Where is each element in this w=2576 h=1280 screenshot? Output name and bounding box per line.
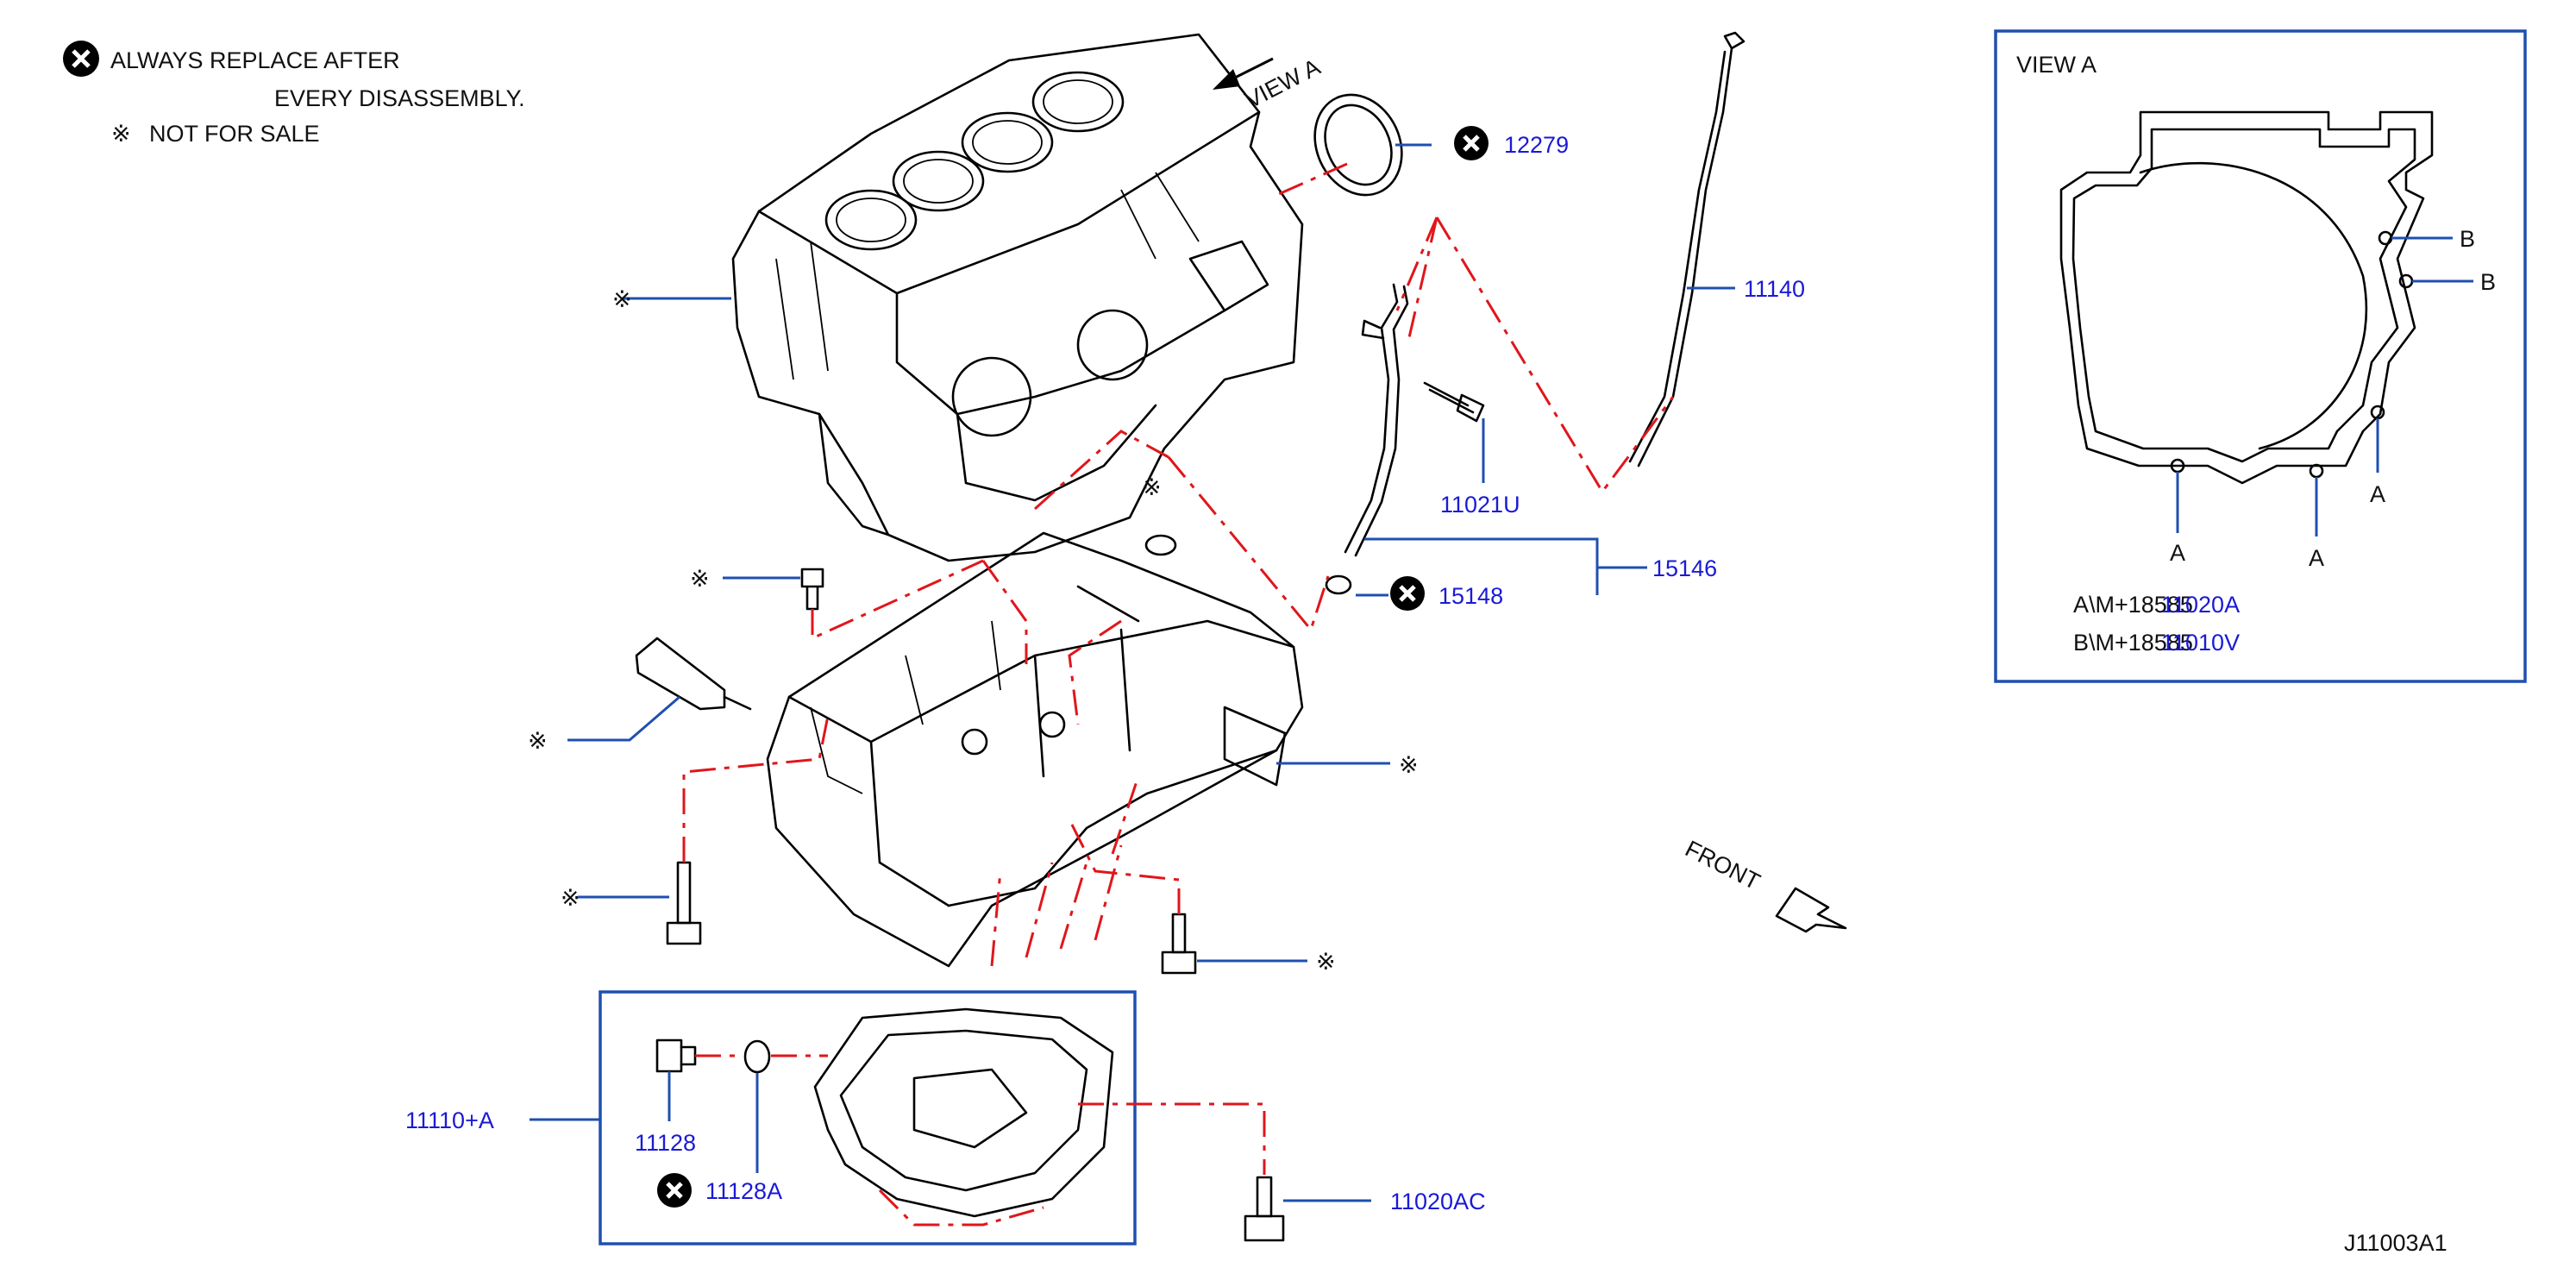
part-number-11128[interactable]: 11128 bbox=[635, 1130, 696, 1156]
nfs-mark: ※ bbox=[1399, 752, 1419, 778]
nfs-mark: ※ bbox=[561, 885, 580, 911]
sealant-tube bbox=[635, 637, 752, 711]
legend-replace-line2: EVERY DISASSEMBLY. bbox=[274, 85, 525, 111]
leader-lines bbox=[530, 143, 1735, 1202]
part-number-11128A[interactable]: 11128A bbox=[705, 1178, 782, 1204]
guide-tube-15146 bbox=[1325, 283, 1409, 595]
view-a-note-a-part[interactable]: 11020A bbox=[2161, 592, 2240, 618]
view-a-callout-a: A bbox=[2309, 545, 2324, 571]
circle-x-icon bbox=[1390, 576, 1425, 611]
part-number-11020AC[interactable]: 11020AC bbox=[1390, 1189, 1486, 1214]
view-a-arrow-label: VIEW A bbox=[1241, 53, 1325, 113]
nfs-mark: ※ bbox=[1316, 949, 1336, 975]
assembly-dash-lines bbox=[682, 162, 1675, 1227]
view-a-callout-a: A bbox=[2370, 481, 2385, 507]
legend-not-for-sale: NOT FOR SALE bbox=[149, 121, 320, 147]
part-number-11140[interactable]: 11140 bbox=[1744, 276, 1805, 302]
upper-oil-pan-drawing bbox=[766, 531, 1304, 968]
dipstick-11140 bbox=[1628, 31, 1746, 467]
bolt-11021U bbox=[1423, 381, 1485, 423]
view-a-callout-a: A bbox=[2170, 540, 2185, 566]
drain-washer-11128A bbox=[743, 1039, 771, 1074]
view-a-callout-b: B bbox=[2480, 269, 2496, 295]
circle-x-icon bbox=[1454, 126, 1489, 160]
view-a-arrow: VIEW A bbox=[1213, 53, 1325, 113]
front-indicator: FRONT bbox=[1681, 836, 1847, 933]
cylinder-block-drawing bbox=[731, 33, 1304, 562]
part-number-15148[interactable]: 15148 bbox=[1438, 583, 1503, 609]
view-a-note-b-part[interactable]: 11010V bbox=[2161, 630, 2240, 656]
bolt-lower-right bbox=[1161, 913, 1197, 975]
front-label: FRONT bbox=[1681, 836, 1764, 895]
part-number-11021U[interactable]: 11021U bbox=[1440, 492, 1520, 518]
bolt-lower-left bbox=[666, 861, 702, 945]
part-number-15146[interactable]: 15146 bbox=[1652, 555, 1717, 581]
oil-pan-kit-box bbox=[599, 990, 1137, 1245]
legend: ALWAYS REPLACE AFTER EVERY DISASSEMBLY. … bbox=[63, 41, 525, 147]
oil-seal-12279 bbox=[1313, 93, 1403, 197]
view-a-panel: VIEW A B B A A A A\M+18585 11020A B\M+18… bbox=[1994, 29, 2527, 683]
nfs-mark: ※ bbox=[612, 286, 632, 312]
part-number-12279[interactable]: 12279 bbox=[1504, 132, 1569, 158]
view-a-note-a: A\M+18585 bbox=[2073, 592, 2193, 618]
legend-replace-line1: ALWAYS REPLACE AFTER bbox=[110, 47, 400, 73]
drain-plug-11128 bbox=[655, 1038, 697, 1073]
view-a-note-b: B\M+18585 bbox=[2073, 630, 2193, 656]
lower-oil-pan-drawing bbox=[813, 1007, 1114, 1218]
circle-x-icon bbox=[63, 41, 99, 77]
circle-x-icon bbox=[657, 1173, 692, 1208]
bolt-11020AC bbox=[1244, 1176, 1285, 1242]
o-ring-small bbox=[1144, 534, 1177, 556]
view-a-title: VIEW A bbox=[2016, 52, 2097, 78]
nfs-mark: ※ bbox=[1142, 474, 1162, 500]
legend-nfs-symbol: ※ bbox=[111, 121, 131, 147]
view-a-callout-b: B bbox=[2460, 226, 2475, 252]
nfs-mark: ※ bbox=[690, 566, 710, 592]
part-number-11110A[interactable]: 11110+A bbox=[405, 1107, 494, 1133]
diagram-code: J11003A1 bbox=[2344, 1230, 2448, 1256]
nfs-mark: ※ bbox=[528, 728, 548, 754]
bolt-upper-left bbox=[800, 568, 824, 611]
